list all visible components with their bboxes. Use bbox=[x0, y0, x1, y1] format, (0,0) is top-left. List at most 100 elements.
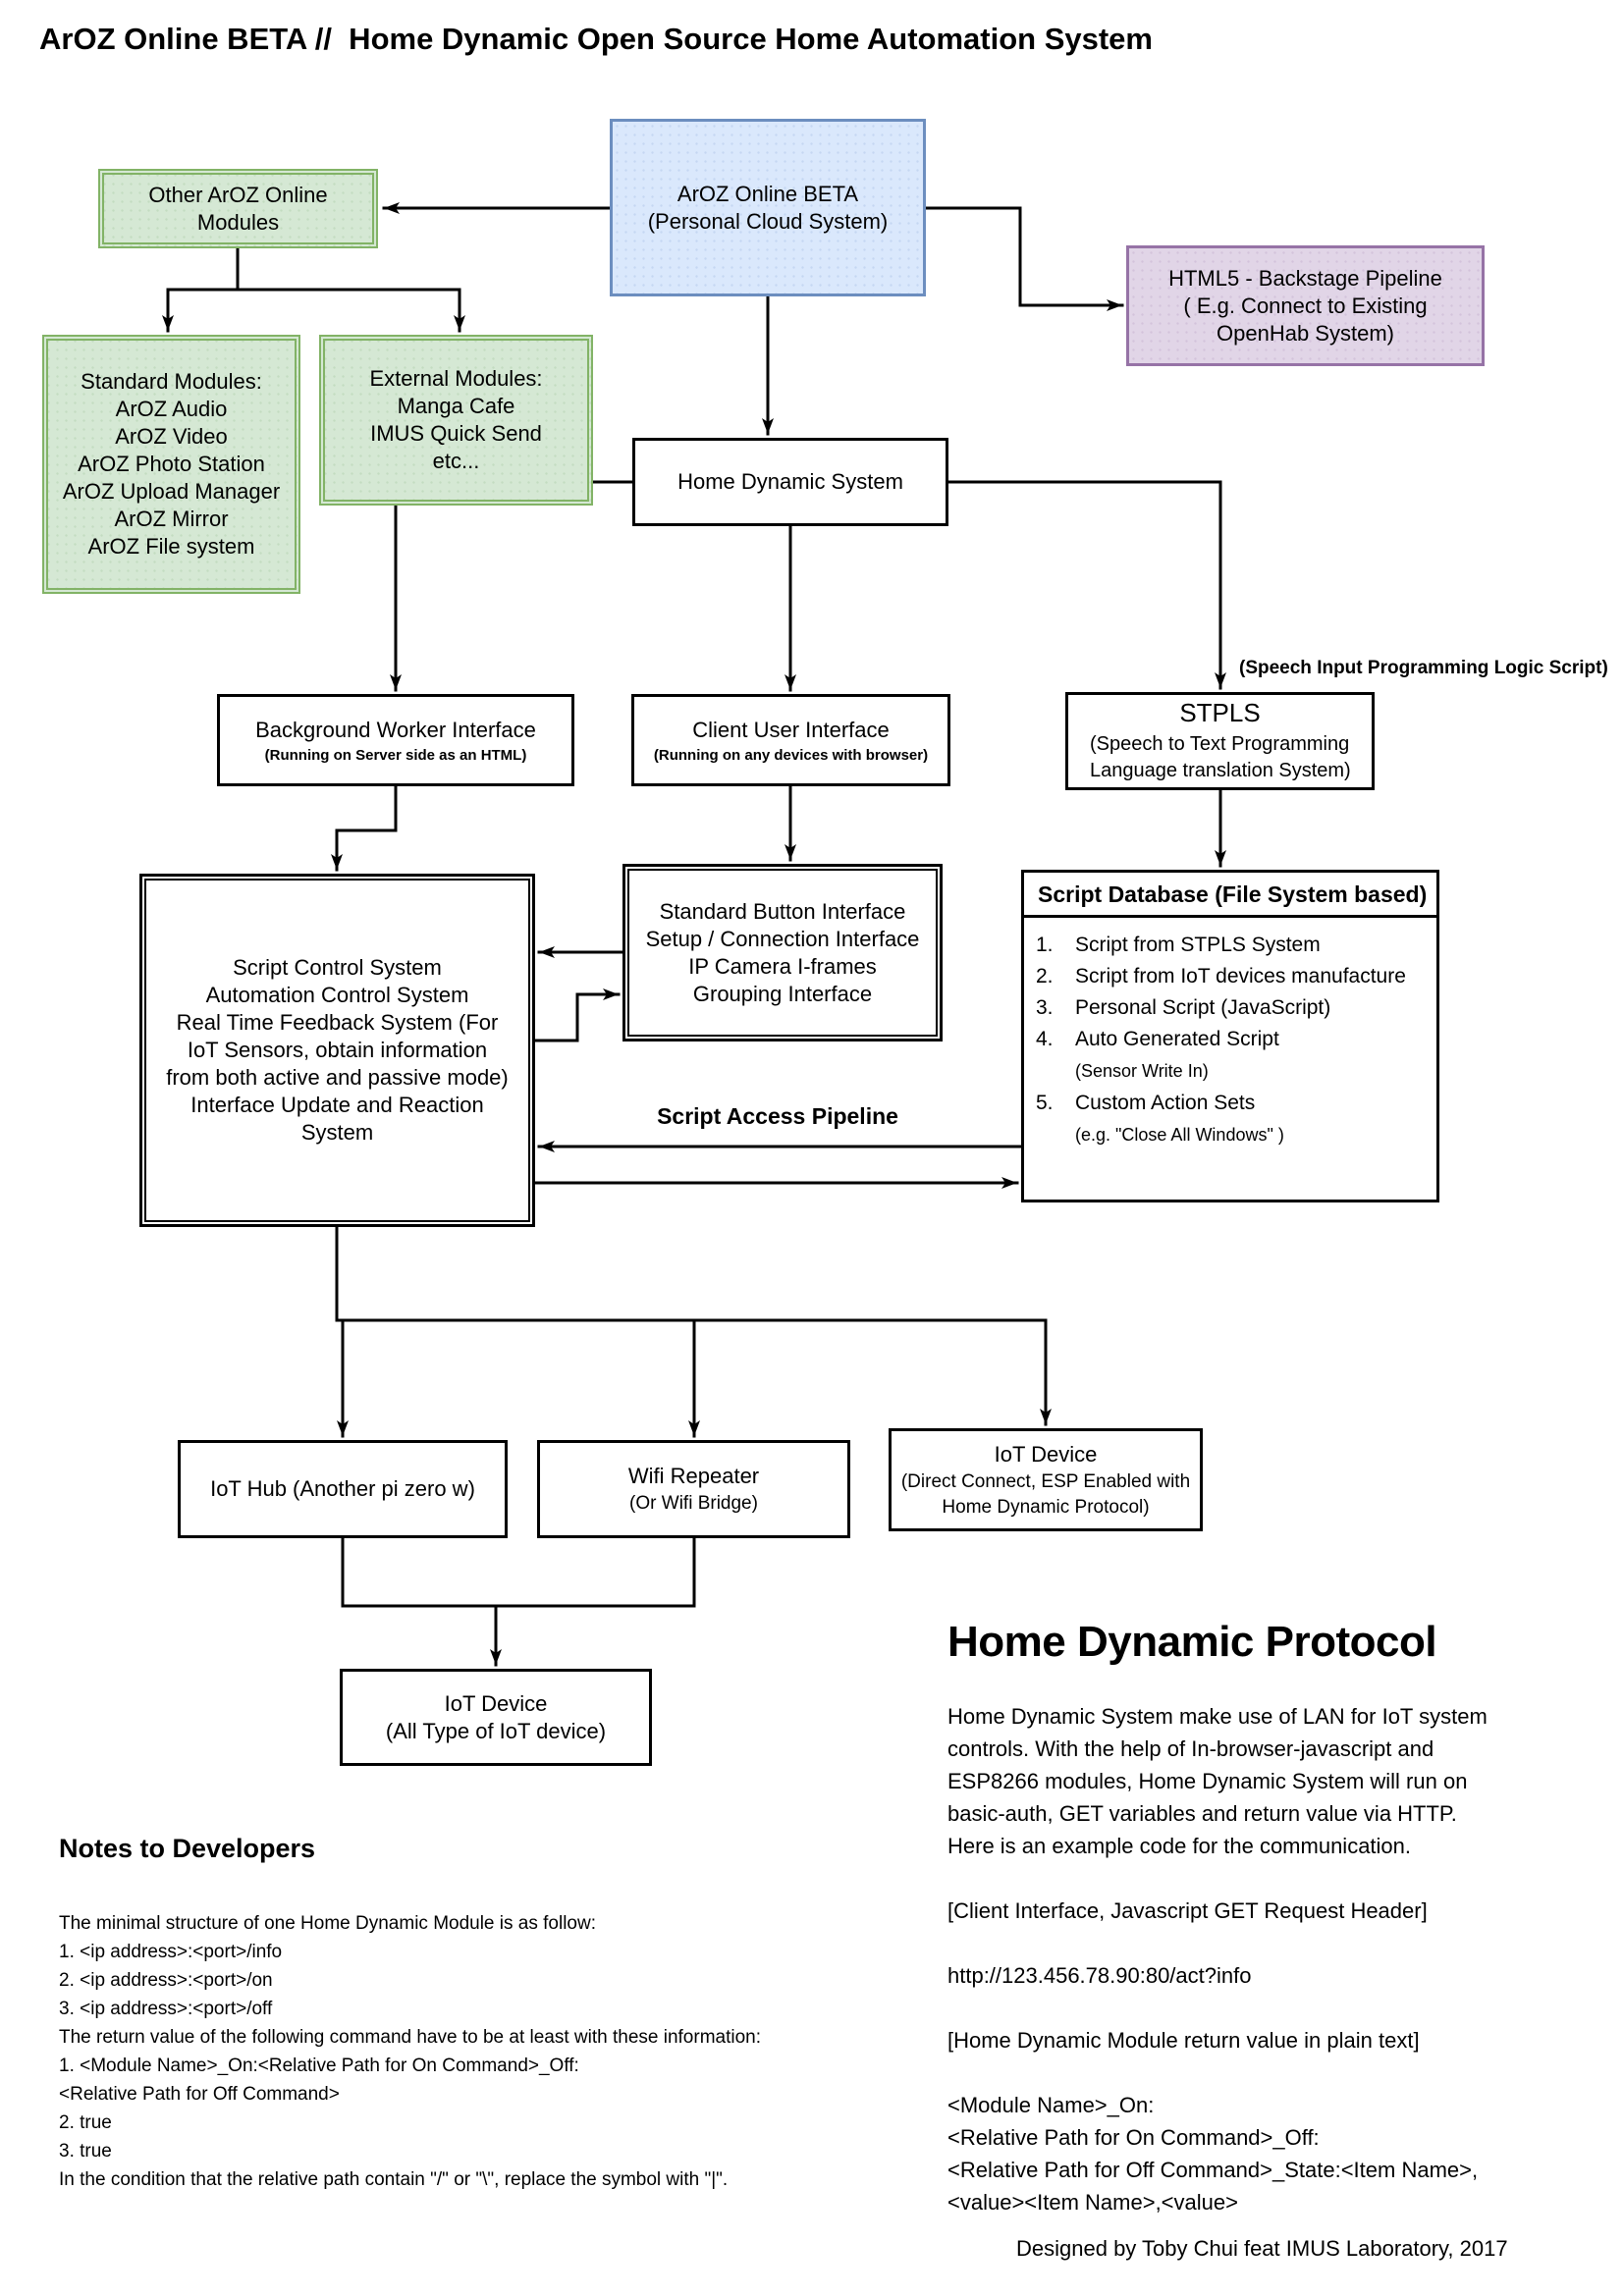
section-protocol: Home Dynamic Protocol Home Dynamic Syste… bbox=[947, 1618, 1512, 2218]
notes-line: 2. <ip address>:<port>/on bbox=[59, 1970, 273, 1991]
box-text-line: HTML5 - Backstage Pipeline bbox=[1168, 265, 1442, 291]
list-item-text: Personal Script (JavaScript) bbox=[1075, 996, 1331, 1019]
box-text-line: STPLS bbox=[1179, 698, 1261, 727]
protocol-line: <Relative Path for Off Command>_State:<I… bbox=[947, 2158, 1479, 2182]
list-item-number: 1. bbox=[1036, 934, 1054, 956]
notes-line: 1. <ip address>:<port>/info bbox=[59, 1942, 283, 1962]
notes-line: In the condition that the relative path … bbox=[59, 2169, 729, 2190]
script-database-list: 1. Script from STPLS System 2. Script fr… bbox=[1024, 918, 1436, 1155]
node-iot-device-all: IoT Device (All Type of IoT device) bbox=[340, 1669, 652, 1766]
box-text-line: Client User Interface bbox=[692, 717, 890, 742]
box-text-line: System bbox=[300, 1120, 374, 1145]
node-aroz-online-beta: ArOZ Online BETA (Personal Cloud System) bbox=[610, 119, 926, 296]
notes-line: The return value of the following comman… bbox=[59, 2027, 762, 2048]
protocol-line: <value><Item Name>,<value> bbox=[947, 2190, 1238, 2215]
notes-line: 2. true bbox=[59, 2112, 112, 2133]
box-text-line: External Modules: bbox=[369, 366, 543, 391]
section-notes: Notes to Developers The minimal structur… bbox=[59, 1834, 923, 2194]
box-subtitle: (Running on Server side as an HTML) bbox=[264, 746, 527, 764]
box-text-line: Script Control System bbox=[233, 955, 442, 980]
box-text-line: ArOZ Mirror bbox=[114, 507, 229, 531]
box-subtitle-line: (Direct Connect, ESP Enabled with bbox=[900, 1470, 1191, 1492]
protocol-line: [Client Interface, Javascript GET Reques… bbox=[947, 1898, 1428, 1923]
list-item-number: 5. bbox=[1036, 1092, 1054, 1114]
box-subtitle: (Speech to Text Programming Language tra… bbox=[1068, 731, 1351, 784]
protocol-heading: Home Dynamic Protocol bbox=[947, 1618, 1437, 1666]
protocol-line bbox=[947, 1927, 1512, 1959]
box-text-line: Other ArOZ Online bbox=[148, 182, 328, 207]
protocol-line: http://123.456.78.90:80/act?info bbox=[947, 1963, 1252, 1988]
notes-line: 3. <ip address>:<port>/off bbox=[59, 1999, 273, 2019]
protocol-line bbox=[947, 1862, 1512, 1895]
notes-line: The minimal structure of one Home Dynami… bbox=[59, 1913, 596, 1934]
box-text-line: from both active and passive mode) bbox=[166, 1065, 509, 1090]
label-script-access-pipeline: Script Access Pipeline bbox=[657, 1103, 898, 1129]
box-text-line: ArOZ Audio bbox=[115, 397, 228, 421]
box-subtitle-line: Home Dynamic Protocol) bbox=[942, 1496, 1150, 1518]
box-text-line: IP Camera I-frames bbox=[688, 953, 877, 979]
list-item: 1. Script from STPLS System bbox=[1036, 934, 1431, 957]
box-text-line: Home Dynamic System bbox=[677, 469, 903, 494]
node-background-worker-interface: Background Worker Interface (Running on … bbox=[217, 694, 574, 786]
box-text-line: Automation Control System bbox=[205, 983, 469, 1007]
box-text-line: Grouping Interface bbox=[692, 981, 873, 1006]
list-item-number: 2. bbox=[1036, 965, 1054, 988]
box-text-line: Wifi Repeater bbox=[627, 1464, 760, 1488]
list-item: 5. Custom Action Sets bbox=[1036, 1092, 1431, 1115]
node-external-modules: External Modules: Manga Cafe IMUS Quick … bbox=[319, 335, 593, 506]
node-script-control-system: Script Control System Automation Control… bbox=[139, 874, 535, 1227]
node-standard-button-interface: Standard Button Interface Setup / Connec… bbox=[622, 864, 943, 1041]
node-wifi-repeater: Wifi Repeater (Or Wifi Bridge) bbox=[537, 1440, 850, 1538]
protocol-line: Here is an example code for the communic… bbox=[947, 1834, 1412, 1858]
box-text-line: Modules bbox=[196, 209, 280, 235]
box-text-line: OpenHab System) bbox=[1217, 320, 1394, 346]
protocol-line: [Home Dynamic Module return value in pla… bbox=[947, 2028, 1420, 2053]
node-stpls: STPLS (Speech to Text Programming Langua… bbox=[1065, 692, 1375, 790]
list-item-number: 3. bbox=[1036, 996, 1054, 1019]
protocol-line: Home Dynamic System make use of LAN for … bbox=[947, 1704, 1488, 1729]
node-html5-backstage-pipeline: HTML5 - Backstage Pipeline ( E.g. Connec… bbox=[1126, 245, 1485, 366]
box-text-line: IoT Hub (Another pi zero w) bbox=[210, 1476, 475, 1501]
list-item-text: (e.g. "Close All Windows" ) bbox=[1075, 1125, 1284, 1145]
list-item: 3. Personal Script (JavaScript) bbox=[1036, 996, 1431, 1020]
notes-line: 1. <Module Name>_On:<Relative Path for O… bbox=[59, 2056, 579, 2076]
list-item-number bbox=[1036, 1123, 1075, 1147]
node-iot-hub: IoT Hub (Another pi zero w) bbox=[178, 1440, 508, 1538]
node-iot-device-direct: IoT Device (Direct Connect, ESP Enabled … bbox=[889, 1428, 1203, 1531]
box-text-line: ( E.g. Connect to Existing bbox=[1183, 293, 1428, 318]
box-text-line: (Speech to Text Programming bbox=[1090, 733, 1350, 755]
label-stpls-annotation: (Speech Input Programming Logic Script) bbox=[1239, 658, 1608, 678]
box-text-line: IoT Device bbox=[444, 1690, 548, 1716]
notes-line: 3. true bbox=[59, 2141, 112, 2162]
footer-credit: Designed by Toby Chui feat IMUS Laborato… bbox=[1016, 2236, 1508, 2261]
box-text-line: Manga Cafe bbox=[397, 394, 515, 418]
protocol-line: ESP8266 modules, Home Dynamic System wil… bbox=[947, 1769, 1468, 1793]
page-title: ArOZ Online BETA // Home Dynamic Open So… bbox=[39, 22, 1153, 56]
box-text-line: ArOZ Online BETA bbox=[676, 181, 859, 206]
box-text-line: Language translation System) bbox=[1090, 760, 1351, 781]
list-item-text: Script from IoT devices manufacture bbox=[1075, 965, 1406, 988]
node-standard-modules: Standard Modules: ArOZ Audio ArOZ Video … bbox=[42, 335, 300, 594]
box-subtitle: (Or Wifi Bridge) bbox=[629, 1493, 758, 1514]
box-text-line: ArOZ Photo Station bbox=[78, 452, 265, 476]
box-text-line: Real Time Feedback System (For bbox=[176, 1010, 499, 1035]
box-text-line: etc... bbox=[432, 449, 480, 473]
list-item: 2. Script from IoT devices manufacture bbox=[1036, 965, 1431, 988]
box-text-line: IMUS Quick Send bbox=[370, 421, 542, 446]
box-text-line: Standard Button Interface bbox=[659, 898, 906, 924]
protocol-line bbox=[947, 1992, 1512, 2024]
node-client-user-interface: Client User Interface (Running on any de… bbox=[631, 694, 950, 786]
list-item-number bbox=[1036, 1059, 1075, 1083]
box-text-line: (All Type of IoT device) bbox=[385, 1718, 607, 1743]
notes-line: <Relative Path for Off Command> bbox=[59, 2084, 340, 2105]
protocol-line: <Relative Path for On Command>_Off: bbox=[947, 2125, 1320, 2150]
box-text-line: Standard Modules: bbox=[81, 369, 262, 394]
script-database-title: Script Database (File System based) bbox=[1024, 873, 1436, 918]
box-subtitle: (Running on any devices with browser) bbox=[653, 746, 929, 764]
list-item-note: (Sensor Write In) bbox=[1036, 1059, 1431, 1083]
list-item-text: Custom Action Sets bbox=[1075, 1092, 1256, 1114]
box-text-line: ArOZ File system bbox=[87, 534, 255, 559]
box-text-line: Background Worker Interface bbox=[255, 717, 536, 742]
